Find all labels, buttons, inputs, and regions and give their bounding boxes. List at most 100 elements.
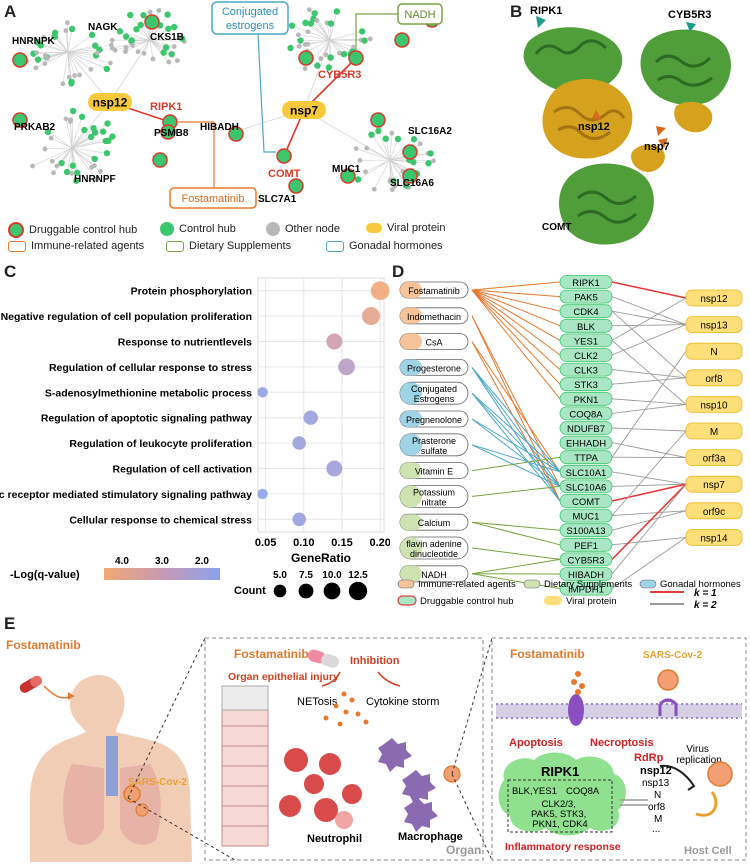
replication-line-2: replication: [676, 755, 722, 766]
network-node: [78, 113, 86, 121]
legend-dietary-label: Dietary Supplements: [189, 240, 292, 252]
agent-class-swatch: [400, 359, 422, 376]
legend-other: Other node: [266, 222, 340, 236]
network-node: [288, 22, 296, 29]
inflammatory-response-label: Inflammatory response: [505, 841, 621, 853]
gene-viral-edge: [611, 430, 687, 516]
network-node: [296, 43, 302, 49]
category-label: Protein phosphorylation: [131, 286, 252, 298]
replicated-virus-icon: [707, 761, 733, 787]
network-node: [123, 49, 128, 54]
highlight-label: RIPK1: [150, 101, 182, 113]
viral-node: [685, 502, 743, 520]
gene-label: HNRNPF: [74, 174, 116, 185]
network-node: [49, 158, 55, 164]
gene-viral-edge: [611, 483, 687, 575]
size-legend-dot: [298, 583, 314, 599]
size-tick-label: 5.0: [273, 570, 287, 581]
agent-gene-edge: [471, 341, 561, 502]
network-node: [112, 47, 118, 53]
agent-gene-edge: [471, 444, 561, 487]
x-tick-label: 0.20: [369, 537, 390, 549]
legend-k2-label: k = 2: [694, 600, 717, 611]
gene-label: SLC7A1: [258, 194, 297, 205]
network-node: [42, 53, 48, 58]
x-tick-label: 0.05: [255, 537, 276, 549]
gene-label: PEF1: [574, 541, 598, 552]
viral-node: [685, 289, 743, 307]
network-node: [91, 129, 99, 136]
agent-gene-edge: [471, 341, 561, 473]
agent-class-swatch: [400, 282, 422, 298]
agent-gene-edge: [471, 289, 561, 356]
comt-arrow-icon: [658, 138, 668, 148]
gene-viral-edge: [611, 281, 687, 299]
network-node: [99, 128, 107, 135]
network-node: [392, 183, 398, 189]
size-legend-dot: [323, 582, 341, 600]
network-node: [353, 146, 359, 151]
clk-line-1: CLK2/3,: [542, 799, 576, 810]
organ-injury-label: Organ epithelial injury: [228, 671, 339, 683]
network-node: [358, 28, 366, 35]
agent-gene-edge: [471, 315, 561, 487]
gonadal-hormone-icon: [326, 240, 344, 252]
network-node: [371, 186, 377, 192]
legend-dietary: Dietary Supplements: [166, 240, 291, 252]
left-virus-label: SARS-Cov-2: [128, 777, 187, 788]
gene-viral-edge: [611, 297, 687, 341]
network-node: [77, 72, 82, 78]
agent-gene-edge: [471, 289, 561, 298]
network-node: [141, 51, 147, 56]
cytokine-storm-label: Cytokine storm: [366, 696, 439, 708]
data-point: [361, 307, 381, 326]
agent-gene-edge: [471, 456, 561, 472]
highlight-label: CYB5R3: [318, 69, 361, 81]
druggable-hub-node: [12, 52, 28, 68]
gene-label: COMT: [572, 497, 600, 508]
highlight-label: COMT: [268, 168, 301, 180]
gene-label: SLC16A6: [390, 178, 434, 189]
color-legend-bar: [104, 568, 220, 580]
druggable-hub-node: [298, 50, 314, 66]
network-node: [68, 80, 75, 87]
network-node: [130, 43, 135, 48]
gene-viral-edge: [611, 310, 687, 326]
agent-gene-edge: [471, 367, 561, 487]
network-node: [48, 135, 54, 141]
gene-viral-edge: [611, 510, 687, 531]
drug-gene-viral-network: RIPK1PAK5CDK4BLKYES1CLK2CLK3STK3PKN1COQ8…: [397, 275, 743, 611]
network-node: [166, 59, 172, 65]
gene-viral-edge: [611, 377, 687, 385]
network-node: [122, 33, 130, 40]
network-node: [168, 50, 175, 58]
label-nsp12: nsp12: [578, 121, 610, 133]
network-node: [140, 12, 147, 19]
virus-entry-icon: [657, 669, 679, 716]
gene-viral-edge: [611, 398, 687, 405]
gene-node: [559, 494, 613, 508]
data-point: [292, 436, 307, 450]
network-node: [105, 137, 112, 145]
immune-legend-icon: [397, 579, 415, 589]
legend-immune: Immune-related agents: [8, 240, 144, 252]
agent-gene-edge: [471, 558, 561, 575]
gene-label: SLC10A1: [566, 468, 607, 479]
agent-label: Calcium: [418, 518, 451, 528]
network-node: [323, 52, 329, 58]
gene-label: PRKAB2: [14, 122, 56, 133]
network-node: [325, 64, 333, 71]
data-point: [257, 387, 268, 398]
viral-label: nsp10: [700, 400, 728, 411]
network-node: [64, 20, 70, 26]
network-node: [34, 56, 42, 63]
replication-label: Virus replication: [676, 744, 722, 766]
gene-node: [559, 421, 613, 435]
data-point: [292, 512, 307, 527]
network-node: [354, 176, 362, 183]
category-label: Cellular response to chemical stress: [69, 514, 252, 526]
network-node: [63, 28, 69, 33]
viral-label: N: [710, 347, 717, 358]
clk-line-2: PAK5, STK3,: [531, 809, 586, 820]
network-node: [133, 26, 140, 33]
